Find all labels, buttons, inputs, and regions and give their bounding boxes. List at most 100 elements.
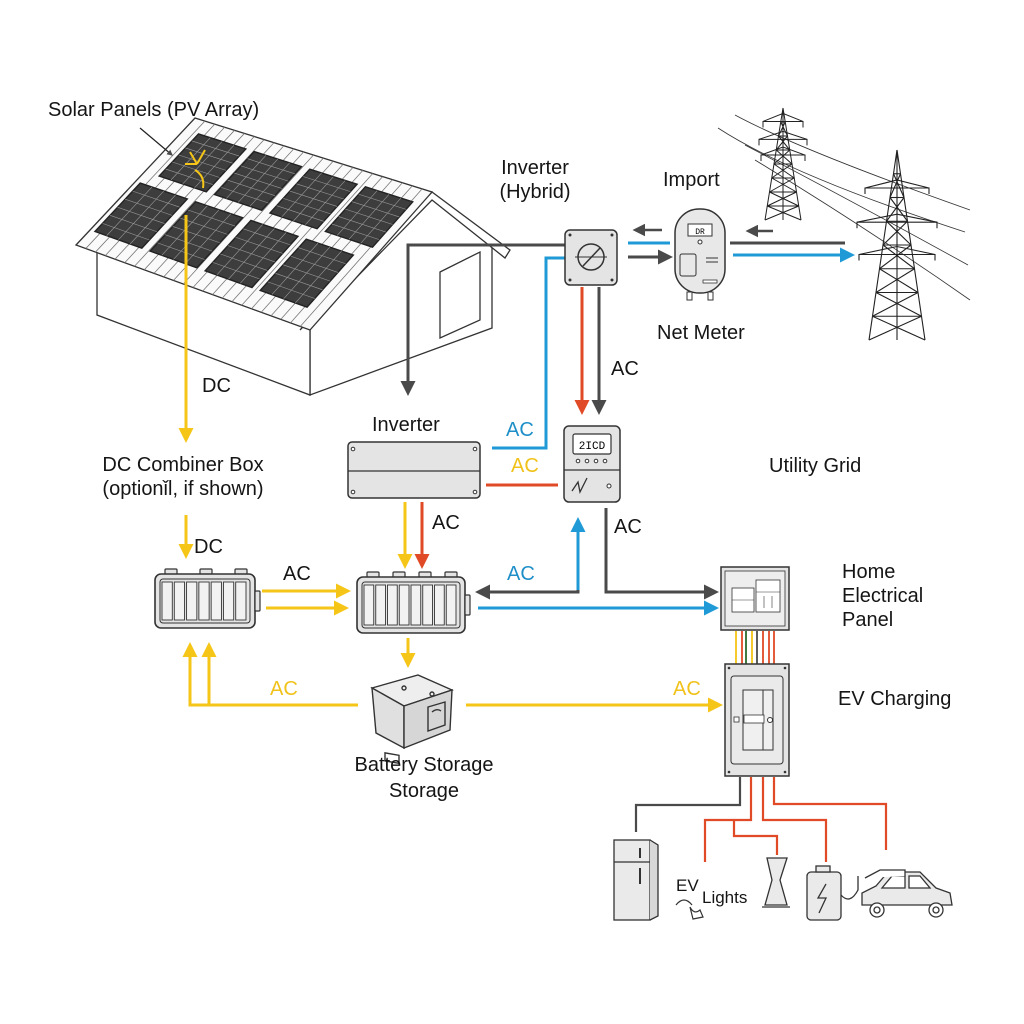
import-label: Import — [663, 169, 720, 191]
panel-cell-line — [358, 193, 407, 210]
battery-cell — [434, 584, 445, 626]
transmission-tower-back — [758, 107, 808, 221]
panel-cell-line — [185, 147, 233, 164]
ac-label-inverter-down: AC — [432, 512, 460, 534]
panel-cell-line — [172, 226, 220, 244]
tower-arm — [762, 112, 804, 122]
panel-cell-line — [117, 206, 165, 224]
panel-cell-line — [243, 228, 291, 246]
tower-brace — [778, 121, 786, 137]
gray-line-house-inverter — [400, 243, 565, 396]
ac-label-hybrid-down: AC — [611, 358, 639, 380]
panel-cell-line — [178, 154, 227, 171]
tower-brace — [882, 220, 908, 246]
tower-brace — [879, 244, 912, 270]
tower-brace — [767, 191, 797, 207]
panel-cell-line — [109, 215, 158, 233]
battery-cell — [222, 581, 235, 621]
tower-arm — [858, 245, 936, 256]
panel-cell-line — [221, 187, 269, 204]
panel-cell-line — [187, 209, 236, 227]
electric-car-icon — [861, 869, 953, 918]
panel-cell-line — [125, 198, 173, 216]
panel-cell-line — [220, 253, 268, 271]
tower-arm — [762, 120, 804, 128]
inverter-hybrid-label-line1: Inverter — [501, 157, 569, 179]
panel-cell-line — [212, 262, 260, 280]
panel-wiring — [735, 631, 775, 664]
battery-cell — [161, 581, 173, 621]
ac-label-yellow-bottom-right: AC — [673, 678, 701, 700]
panel-cell-line — [283, 198, 331, 215]
battery-nub — [254, 590, 261, 612]
battery-cell — [173, 581, 186, 621]
tower-brace — [872, 315, 926, 341]
tower-brace — [889, 173, 902, 198]
panel-cell-line — [283, 264, 331, 282]
battery-storage-label-line1: Battery Storage — [354, 754, 494, 776]
ac-label-meter-down: AC — [614, 516, 642, 538]
panel-cell-line — [132, 190, 180, 208]
battery-cell — [410, 584, 422, 626]
tower-arm — [760, 154, 806, 162]
battery-storage-label: Battery Storage Storage — [334, 752, 514, 804]
dc-combiner-label: DC Combiner Box (optionǐl, if shown) — [68, 453, 298, 501]
tower-brace — [775, 135, 788, 151]
tower-arm — [758, 138, 808, 146]
battery-cell — [210, 581, 222, 621]
tower-brace — [773, 163, 795, 179]
panel-cell-line — [298, 247, 346, 265]
dc-combiner-box — [154, 568, 261, 629]
sun-sparkle-icon — [185, 149, 206, 189]
panel-cell-line — [351, 201, 400, 218]
battery-bank — [356, 571, 471, 634]
panel-cell-line — [276, 205, 324, 222]
tower-arm — [856, 213, 938, 223]
yellow-loop-storage-combiner — [182, 642, 358, 707]
tower-brace — [767, 205, 802, 221]
dc-label-mid: DC — [194, 536, 223, 558]
battery-frame — [159, 578, 251, 624]
panel-cell-line — [227, 245, 276, 263]
tower-brace — [771, 177, 797, 193]
utility-grid-lines — [717, 114, 971, 301]
tower-arm — [864, 179, 930, 189]
tower-arm — [864, 187, 930, 194]
ev-charging-panel — [724, 663, 790, 777]
tower-brace — [875, 292, 922, 317]
ac-label-yellow-inverter: AC — [511, 455, 539, 477]
battery-cell — [387, 584, 398, 626]
battery-cell — [422, 584, 433, 626]
tower-brace — [764, 205, 799, 221]
ac-label-blue-battery: AC — [507, 563, 535, 585]
utility-grid-label: Utility Grid — [769, 455, 862, 477]
tower-arm — [858, 253, 936, 261]
panel-cell-line — [102, 223, 150, 241]
lamp-icon — [762, 857, 790, 908]
battery-storage — [370, 674, 454, 765]
light-bulb-icon — [675, 899, 704, 920]
panel-cell-line — [267, 281, 315, 299]
battery-frame — [361, 581, 461, 629]
tower-brace — [773, 149, 791, 165]
tower-arm — [856, 221, 938, 229]
ac-label-combiner-right: AC — [283, 563, 311, 585]
transmission-tower-front — [856, 149, 938, 341]
panel-cell-line — [290, 255, 339, 273]
ev-charger-icon — [806, 865, 859, 921]
ac-blue-line-hybrid — [492, 256, 565, 450]
panel-cell-line — [296, 183, 344, 200]
inverter-hybrid-label: Inverter (Hybrid) — [470, 156, 600, 204]
panel-cell-line — [227, 179, 276, 196]
home-electrical-panel — [720, 566, 790, 631]
tower-brace — [892, 173, 905, 198]
panel-cell-line — [331, 223, 380, 240]
home-panel-label-line1: Home — [842, 561, 896, 583]
tower-brace — [872, 292, 919, 317]
energy-meter: 2ICD — [563, 425, 621, 503]
tower-arm — [760, 146, 806, 156]
net-meter-display: DR — [695, 228, 705, 237]
net-meter: DR — [674, 208, 726, 301]
tower-brace — [769, 177, 795, 193]
